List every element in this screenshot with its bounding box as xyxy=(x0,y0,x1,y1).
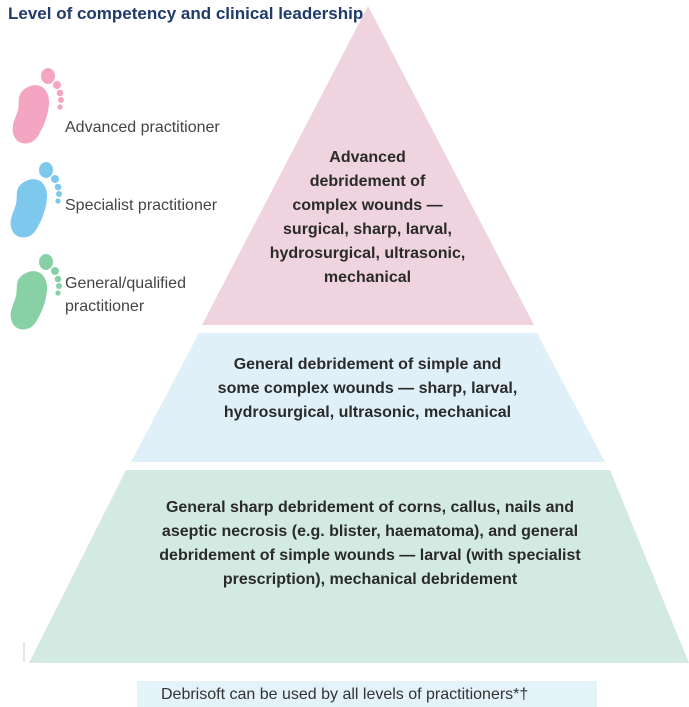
tier-general-line: aseptic necrosis (e.g. blister, haematom… xyxy=(161,523,579,540)
note-text: Debrisoft can be used by all levels of p… xyxy=(161,686,529,703)
tier-general-line: debridement of simple wounds — larval (w… xyxy=(159,547,581,564)
tier-specialist-text: General debridement of simple and some c… xyxy=(175,353,560,425)
foot-icon xyxy=(12,68,64,144)
tier-general-line: prescription), mechanical debridement xyxy=(222,571,518,588)
diagram-title: Level of competency and clinical leaders… xyxy=(8,4,364,23)
tier-general-line: General sharp debridement of corns, call… xyxy=(165,499,575,516)
tier-advanced-line: surgical, sharp, larval, xyxy=(283,221,452,238)
legend-label-general: General/qualified practitioner xyxy=(65,272,186,318)
foot-icon xyxy=(10,254,62,330)
tier-advanced-line: complex wounds — xyxy=(292,197,443,214)
tier-advanced-line: Advanced xyxy=(329,149,406,166)
tier-advanced-line: hydrosurgical, ultrasonic, xyxy=(269,245,466,262)
tier-general-text: General sharp debridement of corns, call… xyxy=(100,496,640,592)
tier-advanced-text: Advanced debridement of complex wounds —… xyxy=(250,146,485,290)
pyramid-tier-advanced xyxy=(202,6,534,325)
tier-specialist-line: General debridement of simple and xyxy=(233,356,502,373)
tier-advanced-line: debridement of xyxy=(309,173,426,190)
legend-label-general-line: practitioner xyxy=(65,298,145,315)
legend-label-specialist: Specialist practitioner xyxy=(65,197,218,214)
pyramid-tier-specialist xyxy=(131,333,605,462)
tier-advanced-line: mechanical xyxy=(323,269,412,286)
pyramid-tier-general xyxy=(29,470,689,663)
tier-specialist-line: some complex wounds — sharp, larval, xyxy=(217,380,518,397)
legend-label-general-line: General/qualified xyxy=(65,275,186,292)
tier-specialist-line: hydrosurgical, ultrasonic, mechanical xyxy=(223,404,512,421)
legend-label-advanced: Advanced practitioner xyxy=(65,119,220,136)
foot-icon xyxy=(10,162,62,238)
note-banner xyxy=(137,681,597,707)
